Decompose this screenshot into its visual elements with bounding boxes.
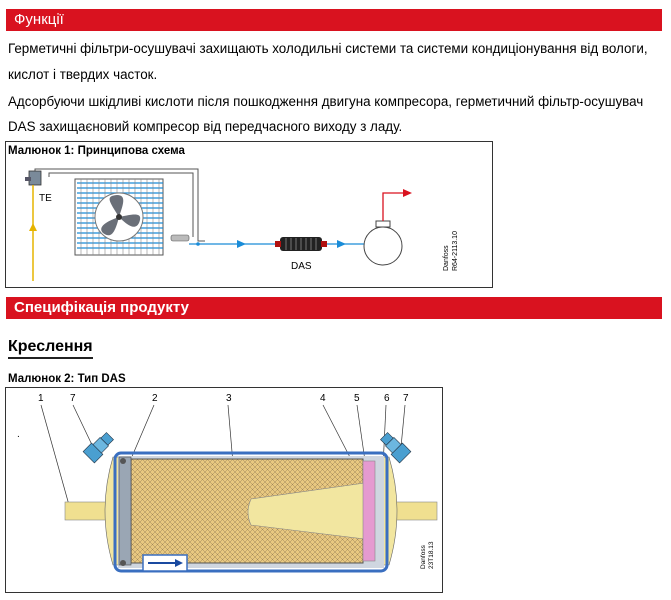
receiver	[170, 234, 190, 242]
das-filter	[275, 237, 327, 251]
arrow-right-icon	[148, 559, 183, 567]
figure2-side-text-2: 23T18.13	[428, 541, 435, 569]
callout-7-right: 7	[403, 393, 409, 404]
paragraph-line-2: кислот і твердих часток.	[8, 67, 158, 82]
callout-6: 6	[384, 393, 390, 404]
spring-plate	[118, 456, 132, 566]
section-header-functions: Функції	[6, 9, 662, 31]
filter-shell	[113, 451, 389, 573]
section-title: Специфікація продукту	[14, 299, 189, 316]
callout-5: 5	[354, 393, 360, 404]
callout-4: 4	[320, 393, 326, 404]
compressor	[363, 220, 403, 266]
figure1-label: Малюнок 1: Принципова схема	[8, 145, 185, 157]
inner-cone	[247, 482, 366, 540]
callout-1: 1	[38, 393, 44, 404]
callout-7-left: 7	[70, 393, 76, 404]
paragraph-line-1: Герметичні фільтри-осушувачі захищають х…	[8, 41, 648, 56]
paragraph-line-3: Адсорбуючи шкідливі кислоти після пошкод…	[8, 94, 644, 109]
stray-dot: .	[17, 429, 20, 440]
outlet-filter	[362, 460, 376, 562]
subheading-drawing: Креслення	[8, 338, 93, 359]
figure1-side-text-1: Danfoss	[443, 245, 450, 271]
right-fitting	[380, 432, 412, 464]
paragraph-line-4: DAS захищаєновий компресор від передчасн…	[8, 119, 403, 134]
left-fitting	[82, 432, 114, 464]
pipe-top-inner	[48, 172, 194, 237]
callout-3: 3	[226, 393, 232, 404]
figure1-side-text-2: R64-2113.10	[452, 231, 459, 271]
te-valve	[25, 170, 42, 186]
condenser-coil	[74, 178, 164, 256]
schematic-diagram: TE DAS Danfoss R64-2113.10	[25, 168, 459, 281]
figure2-frame	[5, 387, 443, 593]
das-label: DAS	[291, 261, 312, 272]
figure2-label: Малюнок 2: Тип DAS	[8, 373, 126, 385]
fan-icon	[101, 195, 141, 236]
das-drawing: 1 7 2 3 4 5 6 7 .	[17, 393, 438, 573]
figure2-side-text-1: Danfoss	[420, 544, 427, 569]
section-header-specification: Специфікація продукту	[6, 297, 662, 319]
figure1-frame	[5, 141, 493, 288]
discharge-line	[382, 192, 405, 221]
te-label: TE	[39, 193, 52, 204]
section-title: Функції	[14, 11, 64, 28]
callout-2: 2	[152, 393, 158, 404]
